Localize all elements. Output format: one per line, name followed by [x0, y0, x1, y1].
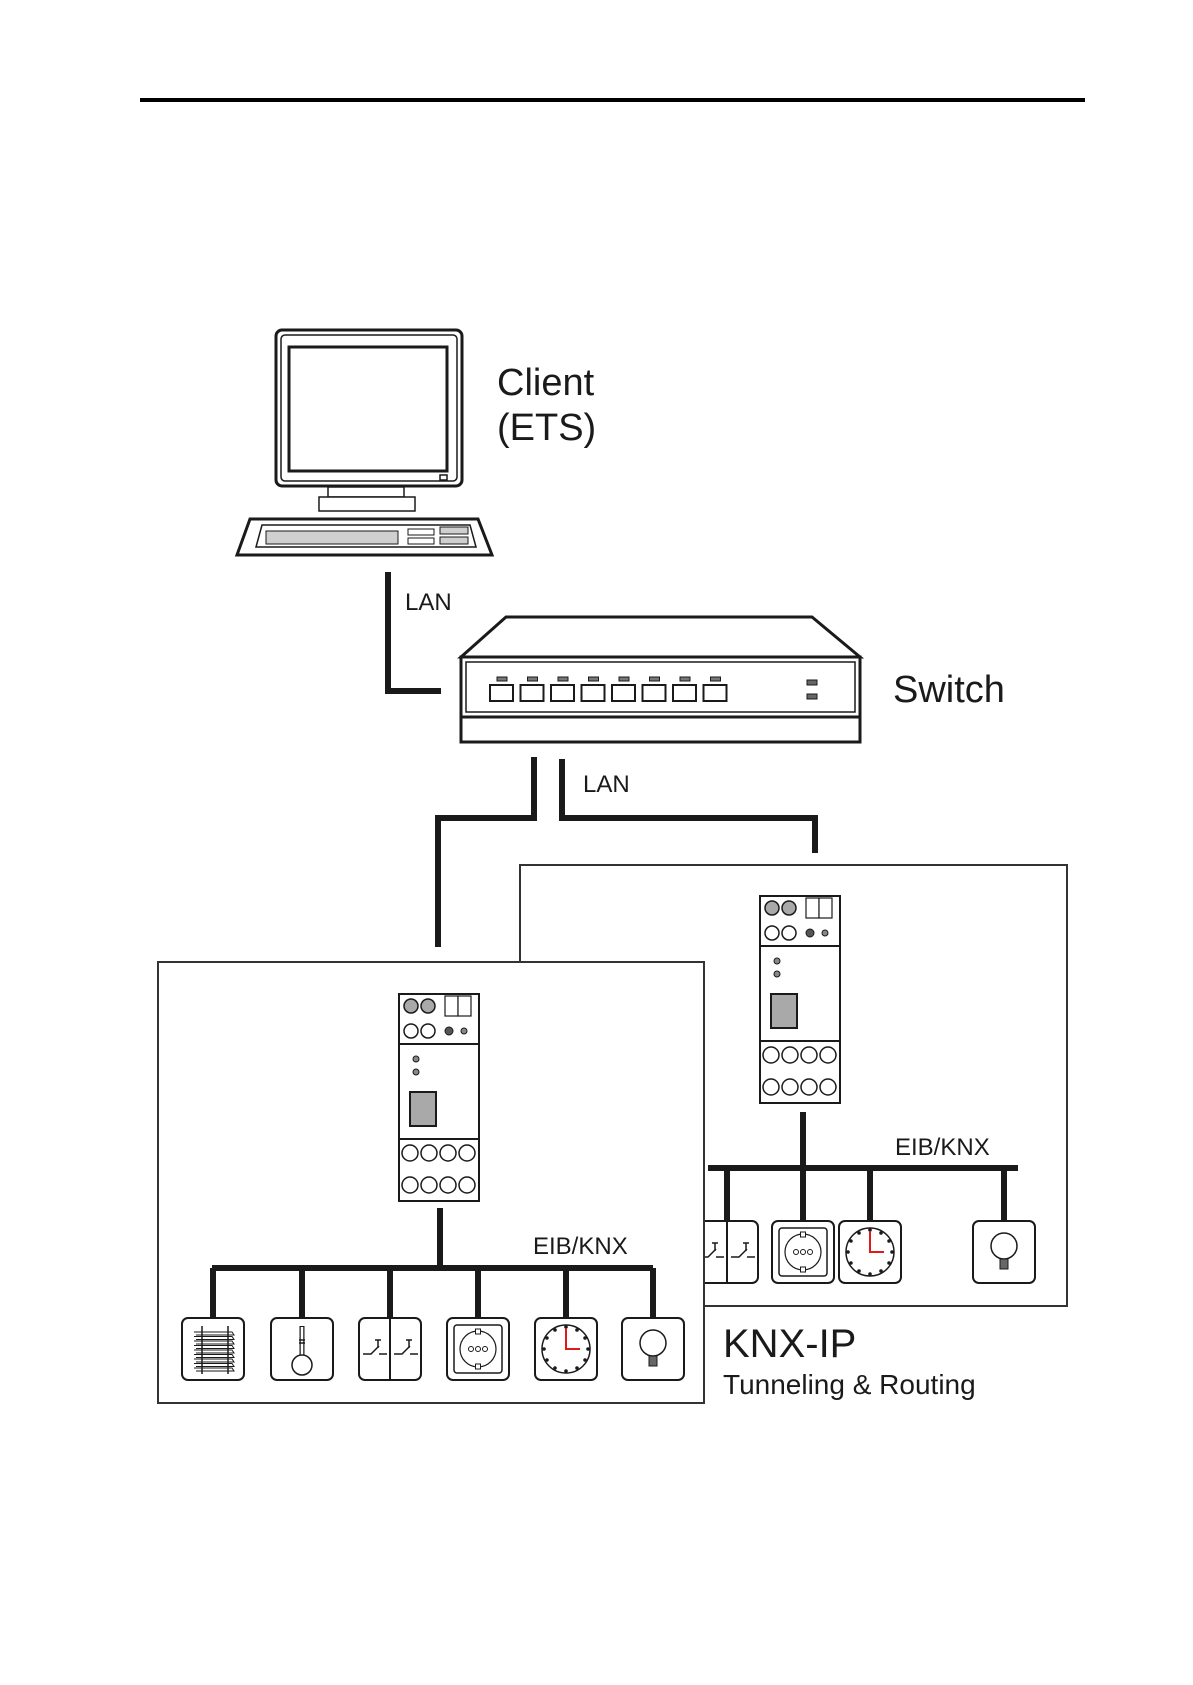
bus-label-front: EIB/KNX — [533, 1233, 628, 1260]
network-switch-icon — [461, 617, 860, 742]
lan-label-gateways: LAN — [583, 771, 630, 798]
desktop-computer-icon — [237, 330, 492, 555]
header-rule — [140, 98, 1085, 102]
bus-label-back: EIB/KNX — [895, 1134, 990, 1161]
gateway-panel-front: EIB/KNX — [158, 962, 704, 1403]
switch-label: Switch — [893, 669, 1005, 711]
client-subtitle: (ETS) — [497, 407, 596, 449]
client-title: Client — [497, 362, 595, 404]
lan-label-client: LAN — [405, 589, 452, 616]
caption-subtitle: Tunneling & Routing — [723, 1369, 976, 1400]
knx-ip-module-icon — [760, 896, 840, 1103]
knx-ip-module-icon — [399, 994, 479, 1201]
caption-title: KNX-IP — [723, 1322, 856, 1366]
